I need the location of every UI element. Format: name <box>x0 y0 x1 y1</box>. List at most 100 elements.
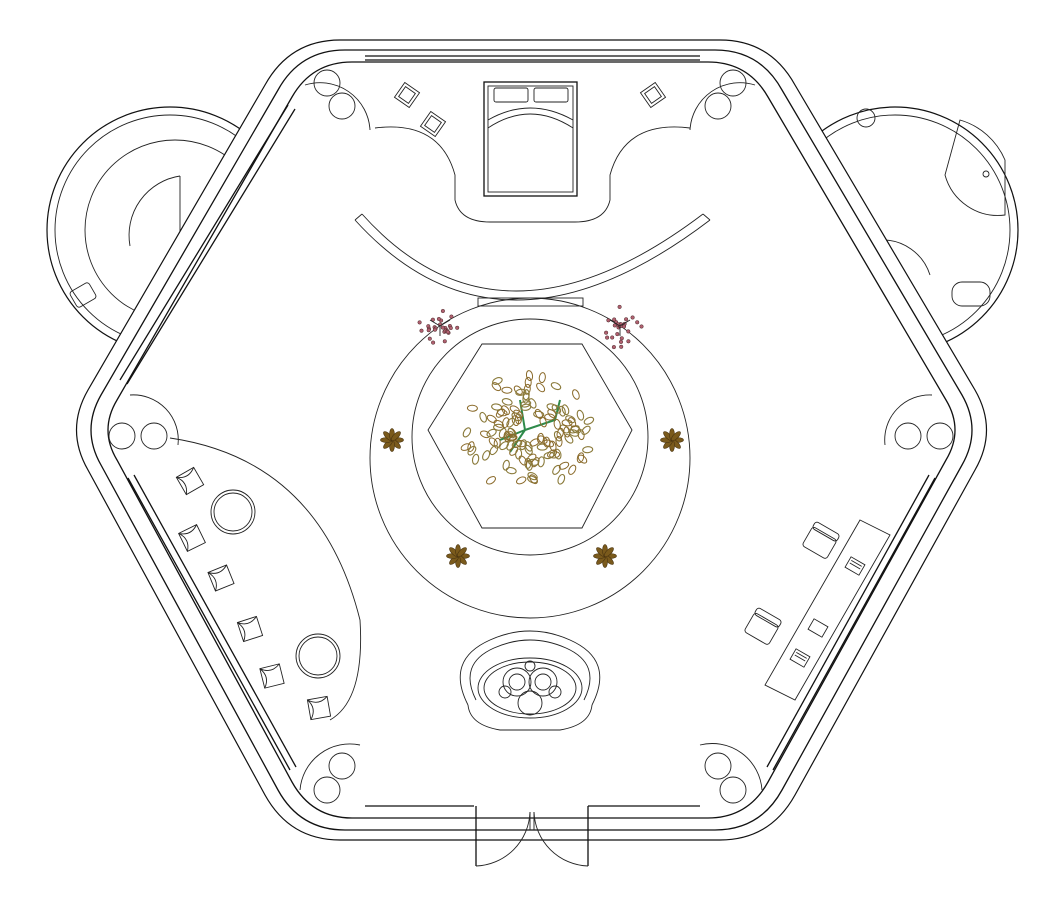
bedside-chair-3 <box>639 81 667 109</box>
blossom-shrub-east <box>604 304 644 350</box>
tree-leaf <box>503 431 511 442</box>
tree-leaf <box>479 411 488 423</box>
tree-leaf <box>524 376 532 388</box>
tree-leaf <box>539 416 547 428</box>
lounge-chair <box>236 615 264 643</box>
tree-leaf <box>486 428 497 438</box>
tree-leaf <box>496 408 508 417</box>
tree-leaf <box>568 464 577 475</box>
tree-leaf <box>576 452 585 464</box>
tree-leaf <box>581 425 591 435</box>
office-desk-area <box>744 519 891 701</box>
tree-leaf <box>522 389 530 401</box>
tree-leaf <box>561 404 570 416</box>
laptop-1 <box>844 556 866 576</box>
plant-west <box>380 428 404 452</box>
tree-leaf <box>522 392 530 404</box>
tree-leaf <box>570 425 582 434</box>
tree-leaf <box>518 455 528 466</box>
tree-leaf <box>553 430 562 442</box>
tree-leaf <box>520 400 532 408</box>
bedroom-area <box>374 81 691 223</box>
bedside-chair-1 <box>393 81 421 109</box>
sink-east <box>856 108 876 128</box>
tree-leaf <box>543 451 555 460</box>
tree-leaf <box>460 443 472 451</box>
bedside-chair-2 <box>419 110 447 138</box>
central-garden-courtyard <box>369 297 691 619</box>
sink-west <box>69 282 97 308</box>
tree-leaf <box>525 370 534 382</box>
lounge-chair <box>306 695 332 721</box>
tree-leaf <box>467 441 475 452</box>
lounge-chair <box>178 524 206 552</box>
tree-leaf <box>550 382 562 391</box>
tree-leaf <box>513 409 524 419</box>
door-swing-west <box>128 175 181 247</box>
tree-leaf <box>561 419 573 427</box>
tree-leaf <box>547 409 557 419</box>
tree-leaf <box>523 383 531 395</box>
lounge-chair <box>175 466 205 496</box>
tree-leaf <box>486 414 497 424</box>
tree-leaf <box>537 435 548 444</box>
tree-leaf <box>557 473 566 485</box>
tree-leaf <box>516 476 527 485</box>
tree-leaf <box>553 418 561 430</box>
tree-leaf <box>462 427 472 438</box>
tree-leaf <box>502 417 510 428</box>
tree-leaf <box>524 444 533 455</box>
tree-leaf <box>511 440 523 449</box>
tree-leaf <box>471 453 480 465</box>
tree-leaf <box>533 410 545 418</box>
tree-leaf <box>549 440 557 452</box>
tree-leaf <box>507 427 516 439</box>
pillow-left <box>493 87 529 103</box>
tree-leaf <box>538 372 546 384</box>
tree-leaf <box>528 458 540 466</box>
double-entrance-door <box>475 806 589 867</box>
tree-leaf <box>558 405 566 417</box>
tree-leaf <box>583 416 595 425</box>
tree-leaf <box>582 446 594 454</box>
tree-leaf <box>524 457 532 469</box>
office-chair-2 <box>744 607 782 645</box>
tree-leaf <box>489 445 499 456</box>
tree-leaf <box>515 448 523 460</box>
tree-leaf <box>572 389 580 400</box>
tree-leaf <box>501 398 513 406</box>
plant-east <box>660 428 684 452</box>
tree-leaf <box>577 454 588 464</box>
tree-leaf <box>555 436 563 447</box>
tree-leaf <box>568 429 580 437</box>
tree-leaf <box>543 439 555 448</box>
tree-leaf <box>479 430 491 439</box>
toilet-east <box>951 281 991 307</box>
tree-leaf <box>564 433 574 444</box>
lounge-chair <box>259 663 285 689</box>
tree-leaf <box>534 408 543 420</box>
tree-leaf <box>493 437 501 449</box>
tree-leaf <box>482 450 491 461</box>
tree-leaf <box>524 441 533 452</box>
tree-leaf <box>520 403 532 411</box>
blossom-shrub-west <box>417 308 460 345</box>
tree-leaf <box>492 377 503 385</box>
tree-leaf <box>527 475 538 484</box>
tree-leaf <box>499 441 509 451</box>
tree-leaf <box>536 432 545 444</box>
office-chair-1 <box>802 521 840 559</box>
tree-leaf <box>526 453 537 463</box>
tree-leaf <box>466 404 478 412</box>
tree-leaf <box>467 445 477 456</box>
plant-southeast <box>593 544 617 568</box>
tree-leaf <box>506 417 516 428</box>
laptop-3 <box>789 648 811 668</box>
tree-leaf <box>515 388 527 396</box>
tree-leaf <box>536 382 546 393</box>
tree-leaf <box>529 474 538 485</box>
laptop-2 <box>807 618 829 638</box>
plant-southwest <box>446 544 470 568</box>
tree-leaf <box>502 459 510 471</box>
